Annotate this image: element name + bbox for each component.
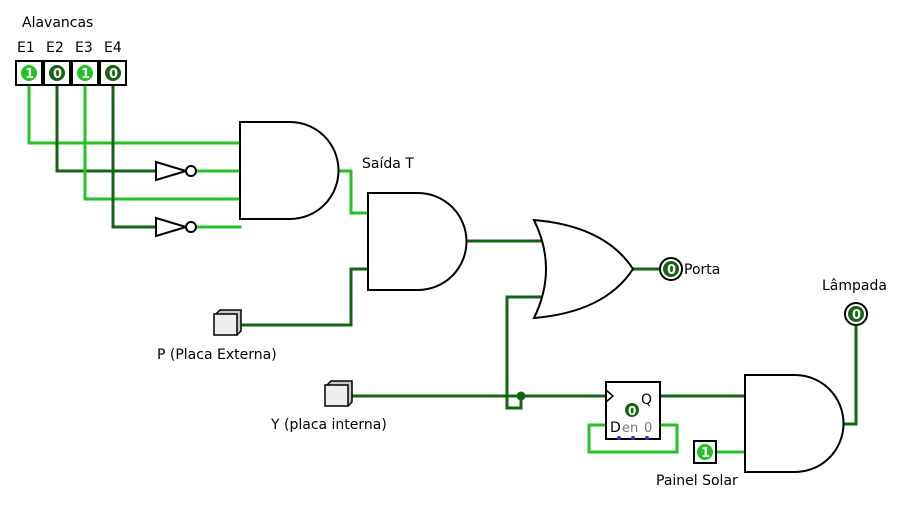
- svg-text:0: 0: [667, 263, 676, 278]
- ff-clear-label: 0: [644, 421, 652, 436]
- button-input-y[interactable]: [324, 380, 353, 408]
- or-gate[interactable]: [532, 218, 635, 320]
- wire-junction: [516, 391, 526, 401]
- svg-text:0: 0: [852, 308, 861, 323]
- output-lampada: 0: [844, 302, 868, 326]
- lever-input-e2[interactable]: 0: [43, 60, 71, 86]
- label-e2: E2: [46, 40, 64, 56]
- wire-e3: [83, 80, 242, 201]
- lever-input-e1[interactable]: 1: [15, 60, 43, 86]
- label-lampada: Lâmpada: [822, 278, 887, 294]
- label-e4: E4: [104, 40, 122, 56]
- label-p-placa-externa: P (Placa Externa): [157, 347, 277, 363]
- wire-ff-d-loop: [587, 423, 679, 454]
- not-gate-2[interactable]: [155, 216, 197, 238]
- label-e3: E3: [75, 40, 93, 56]
- wire-y-loop: [505, 394, 523, 410]
- input-painel-solar[interactable]: 1: [693, 440, 717, 464]
- ff-q-label: Q: [641, 392, 652, 408]
- ff-state-value: 0: [628, 404, 636, 418]
- label-y-placa-interna: Y (placa interna): [270, 417, 387, 433]
- svg-text:1: 1: [25, 67, 34, 82]
- ff-state-indicator: [625, 403, 639, 417]
- label-e1: E1: [17, 40, 35, 56]
- svg-text:0: 0: [109, 67, 118, 82]
- label-alavancas: Alavancas: [22, 15, 93, 31]
- wire-saida-t: [336, 169, 370, 215]
- label-porta: Porta: [684, 262, 720, 278]
- svg-text:0: 0: [53, 67, 62, 82]
- wire-e4: [111, 80, 158, 229]
- button-input-p[interactable]: [213, 309, 242, 337]
- output-porta: 0: [659, 257, 683, 281]
- wire-p: [235, 267, 370, 327]
- wire-and3-out: [840, 323, 858, 426]
- svg-text:1: 1: [701, 446, 710, 461]
- svg-text:1: 1: [81, 67, 90, 82]
- and-gate-3[interactable]: [744, 374, 845, 473]
- not-gate-1[interactable]: [155, 160, 197, 182]
- label-painel-solar: Painel Solar: [656, 473, 738, 489]
- wire-y-or: [505, 295, 544, 398]
- ff-en-label: en: [622, 421, 638, 436]
- d-flip-flop[interactable]: Q 0 D en 0: [605, 381, 661, 440]
- wire-e2: [55, 80, 158, 173]
- and-gate-2[interactable]: [367, 192, 468, 291]
- wire-e1: [27, 80, 242, 145]
- lever-input-e3[interactable]: 1: [71, 60, 99, 86]
- and-gate-1[interactable]: [239, 121, 340, 220]
- label-saida-t: Saída T: [362, 156, 414, 172]
- lever-input-e4[interactable]: 0: [99, 60, 127, 86]
- ff-d-label: D: [610, 420, 621, 436]
